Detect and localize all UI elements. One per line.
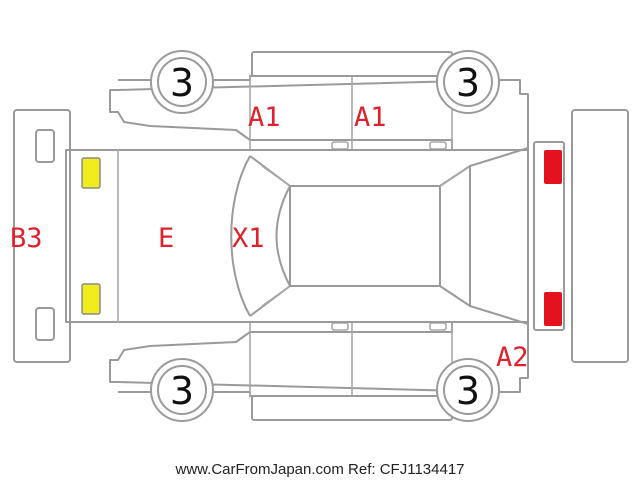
rear-lights [533,141,565,331]
footer-reference: www.CarFromJapan.com Ref: CFJ1134417 [175,461,465,478]
tire-rear-right-value: 3 [456,369,480,413]
car-side-left [109,75,529,151]
code-door-front-right: A1 [354,102,387,133]
front-lights [81,157,101,315]
code-door-front-left: A1 [248,102,281,133]
front-bumper [13,109,71,363]
side-strip-bottom [251,395,453,421]
tire-rear-left: 3 [150,358,214,422]
tire-front-left-value: 3 [170,61,194,105]
windshield-outline [230,155,251,317]
tire-rear-right: 3 [436,358,500,422]
code-rear-panel: B3 [10,223,43,254]
headlight-left [81,157,101,189]
tire-rear-left-value: 3 [170,369,194,413]
code-rear-corner-right: A2 [496,342,529,373]
rear-bumper [571,109,629,363]
taillight-left [544,150,562,184]
code-hood: E [158,223,174,254]
taillight-right [544,292,562,326]
car-top-view [65,147,529,325]
side-strip-top [251,51,453,77]
tire-front-left: 3 [150,50,214,114]
headlight-right [81,283,101,315]
tire-front-right-value: 3 [456,61,480,105]
code-windshield: X1 [232,223,265,254]
tire-front-right: 3 [436,50,500,114]
